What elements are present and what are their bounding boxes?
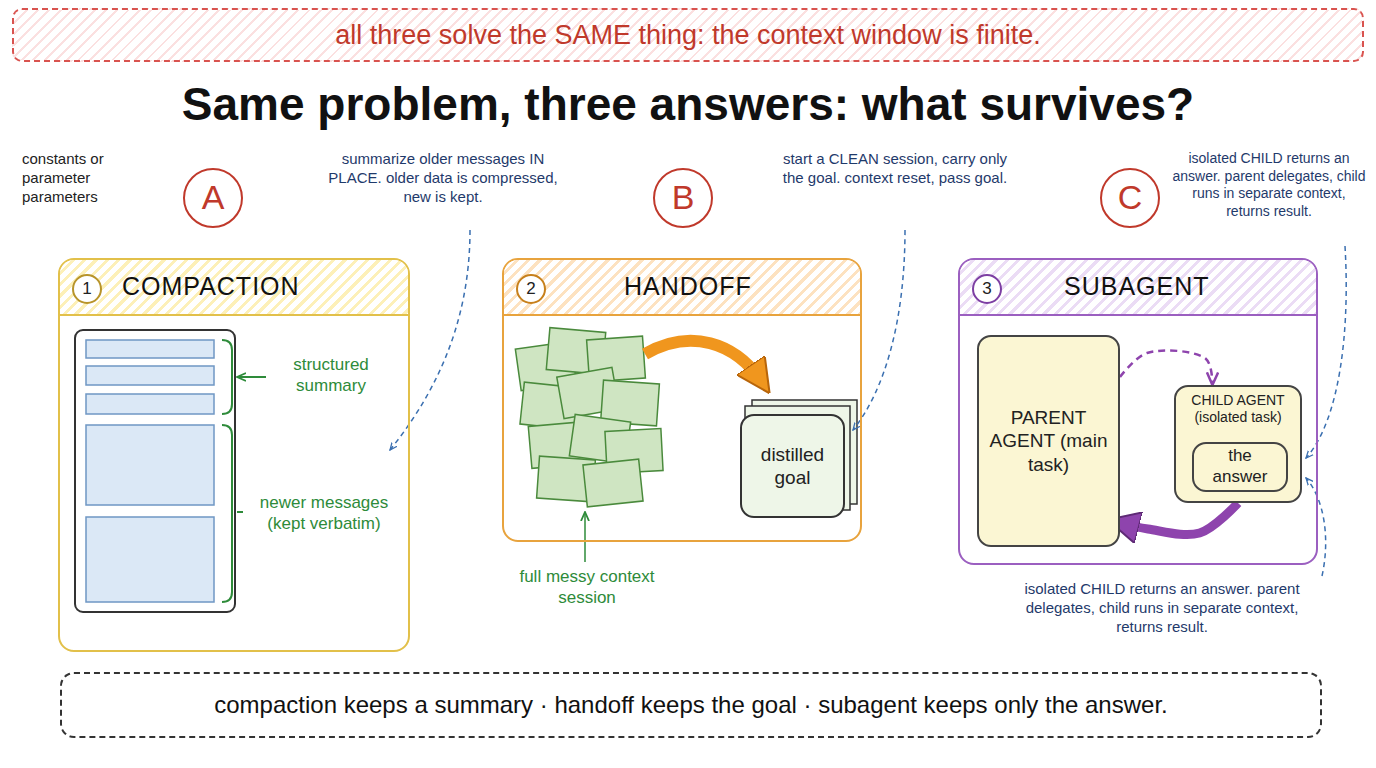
node-text: PARENT AGENT (main task)	[985, 406, 1112, 476]
bracket	[222, 340, 232, 414]
letter-circle: A	[183, 168, 243, 228]
callout-number: 1	[82, 279, 91, 300]
title: Same problem, three answers: what surviv…	[0, 76, 1376, 134]
context-card	[583, 459, 643, 507]
callout-number: 2	[526, 279, 535, 300]
node-text: CHILD AGENT (isolated task)	[1180, 392, 1296, 426]
callout-number: C	[1118, 177, 1143, 218]
compaction-stack	[86, 394, 214, 414]
bracket	[222, 340, 266, 602]
process-box: distilled goal	[740, 414, 845, 518]
callout-number: 3	[982, 279, 991, 300]
agent-box: CHILD AGENT (isolated task) the answer	[1174, 385, 1302, 503]
node-text: the answer	[1200, 446, 1280, 487]
bracket	[237, 511, 243, 513]
process-box: the answer	[1192, 442, 1288, 492]
panel-title: COMPACTION	[122, 260, 300, 312]
callout-number: B	[672, 177, 695, 218]
number-circle: 3	[972, 274, 1002, 304]
bracket	[237, 376, 266, 378]
panel-title: SUBAGENT	[1064, 260, 1210, 312]
part-label: full messy context session	[512, 566, 662, 609]
panel-box: 1 COMPACTION	[58, 258, 410, 652]
compaction-stack	[75, 330, 235, 612]
messy-context-pile	[515, 328, 663, 507]
panel-box: 3PARENT AGENT (main task) CHILD AGENT (is…	[958, 258, 1318, 565]
part-label: newer messages (kept verbatim)	[245, 492, 403, 535]
connector-arrow	[1120, 350, 1212, 385]
letter-circle: C	[1100, 168, 1160, 228]
leader-line	[1306, 478, 1326, 576]
caption: compaction keeps a summary · handoff kee…	[60, 672, 1322, 738]
compaction-stack	[86, 366, 214, 385]
leader-line	[390, 230, 1346, 576]
leader-line	[584, 512, 586, 562]
callout-note: isolated CHILD returns an answer. parent…	[1170, 150, 1368, 220]
node-text: distilled goal	[748, 443, 837, 489]
process-box: PARENT AGENT (main task)	[977, 335, 1120, 547]
panel-box: 2 distilled goal HANDOFF	[502, 258, 862, 542]
number-circle: 2	[516, 274, 546, 304]
compaction-stack	[86, 517, 214, 602]
handoff-arrow	[645, 341, 762, 382]
number-circle: 1	[72, 274, 102, 304]
banner-box: all three solve the SAME thing: the cont…	[12, 8, 1364, 62]
compaction-stack	[75, 330, 235, 612]
panel-title: HANDOFF	[624, 260, 752, 312]
compaction-stack	[86, 340, 214, 358]
letter-circle: B	[653, 168, 713, 228]
part-label: structured summary	[270, 354, 392, 397]
bracket	[222, 425, 232, 602]
handoff-arrow	[645, 341, 762, 382]
note: constants or parameter parameters	[22, 150, 152, 206]
callout-note: isolated CHILD returns an answer. parent…	[1012, 580, 1312, 636]
compaction-stack	[86, 425, 214, 505]
callout-note: summarize older messages IN PLACE. older…	[318, 150, 568, 206]
callout-note: start a CLEAN session, carry only the go…	[775, 150, 1015, 188]
connector-arrow	[1120, 503, 1238, 535]
callout-number: A	[202, 177, 225, 218]
node-text: all three solve the SAME thing: the cont…	[335, 19, 1040, 52]
